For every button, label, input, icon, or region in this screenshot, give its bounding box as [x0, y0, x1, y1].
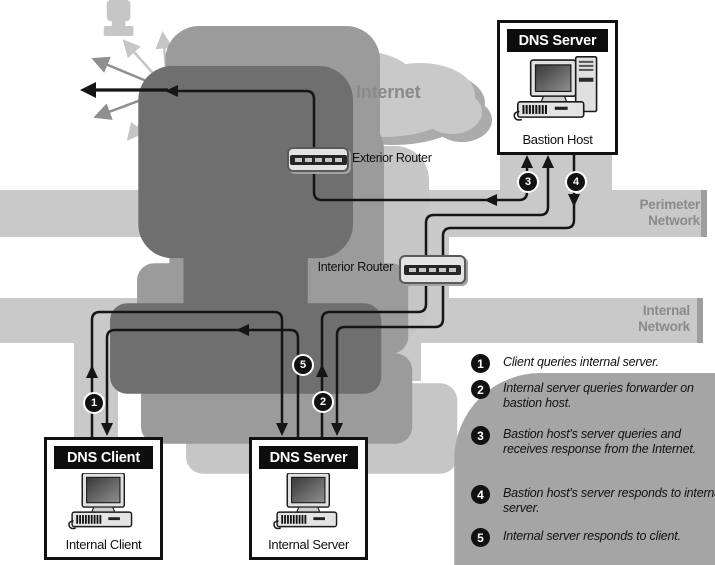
interior-router-label: Interior Router	[317, 260, 394, 274]
legend-marker-1: 1	[471, 354, 490, 373]
badge-step5: 5	[292, 354, 314, 376]
interior-router-ports	[404, 264, 461, 275]
bastion-host-box: DNS Server Bastion Host	[497, 20, 618, 155]
legend-marker-4: 4	[471, 485, 490, 504]
exterior-router	[287, 147, 349, 172]
badge-step3: 3	[517, 171, 539, 193]
legend-text-4: Bastion host's server responds to intern…	[503, 486, 715, 515]
legend-text-1: Client queries internal server.	[503, 355, 659, 369]
legend-text-3: Bastion host's server queries and receiv…	[503, 427, 696, 456]
server-title: DNS Server	[259, 446, 358, 469]
internet-label: Internet	[356, 82, 421, 102]
internal-band-edge	[697, 298, 703, 343]
legend-text-2: Internal server queries forwarder on bas…	[503, 381, 694, 410]
server-label: Internal Server	[268, 537, 349, 552]
client-computer-icon	[64, 472, 144, 536]
dns-client-box: DNS Client Internal Client	[44, 437, 163, 560]
legend-marker-2: 2	[471, 380, 490, 399]
legend-marker-3: 3	[471, 426, 490, 445]
legend-marker-5: 5	[471, 528, 490, 547]
perimeter-network-label: Perimeter Network	[639, 197, 701, 228]
wire-arrowheads	[80, 82, 580, 436]
exterior-router-label: Exterior Router	[352, 151, 432, 165]
legend-text-5: Internal server responds to client.	[503, 529, 681, 543]
badge-step2: 2	[312, 391, 334, 413]
exterior-router-ports	[289, 154, 347, 165]
wire-step1	[90, 310, 284, 437]
badge-step4: 4	[565, 171, 587, 193]
dns-server-box: DNS Server Internal Server	[249, 437, 368, 560]
interior-router	[399, 255, 466, 284]
bastion-computer-icon	[513, 56, 603, 127]
client-label: Internal Client	[65, 537, 142, 552]
wire-step5	[105, 328, 300, 437]
internal-network-label: Internal Network	[638, 303, 690, 334]
perimeter-band-edge	[701, 190, 707, 237]
server-computer-icon	[269, 472, 349, 536]
bastion-label: Bastion Host	[522, 132, 593, 147]
badge-step1: 1	[83, 392, 105, 414]
client-title: DNS Client	[54, 446, 153, 469]
bastion-title: DNS Server	[507, 29, 608, 52]
wire-step3	[172, 89, 529, 202]
